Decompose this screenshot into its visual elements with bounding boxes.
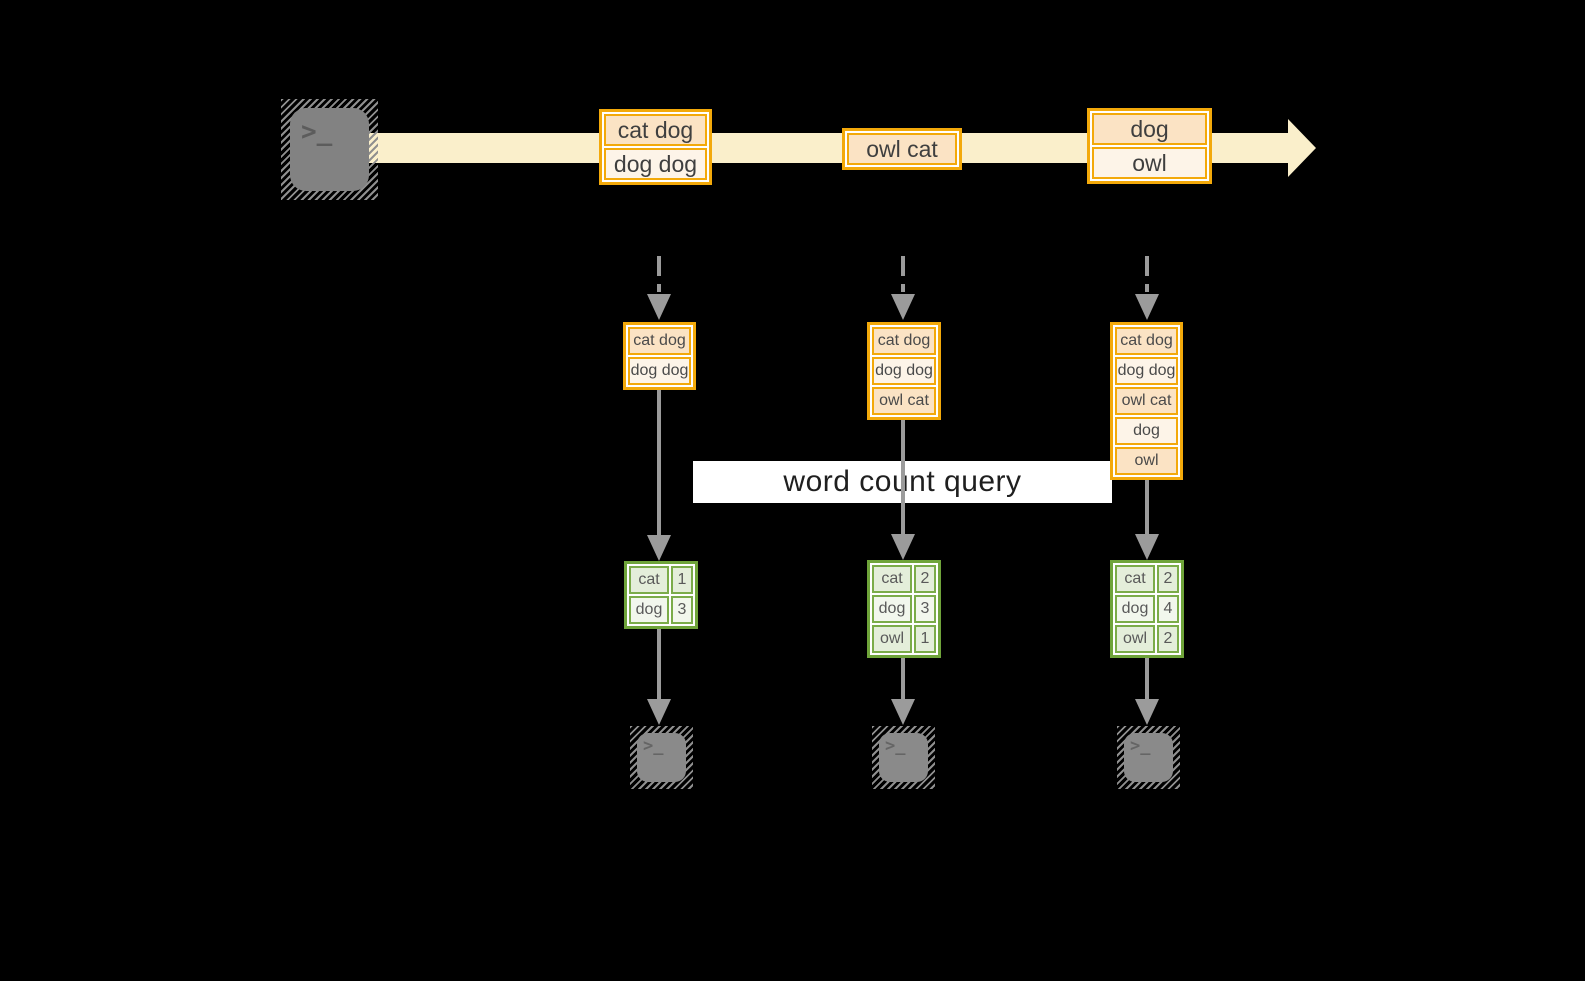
batch-row: owl [1092, 147, 1207, 179]
batch-row: owl cat [847, 133, 957, 165]
flow-arrowhead-icon [1135, 699, 1159, 725]
dashed-arrow [657, 256, 661, 292]
state-row: owl cat [1115, 387, 1178, 415]
count-cell: 2 [1157, 565, 1179, 593]
batch-row: dog dog [604, 148, 707, 180]
dashed-arrow [1145, 256, 1149, 292]
table-row: cat 2 [1115, 565, 1179, 593]
source-terminal-icon: >_ [281, 99, 378, 200]
state-buffer-2: cat dog dog dog owl cat [867, 322, 941, 420]
table-row: cat 1 [629, 566, 693, 594]
state-row: dog [1115, 417, 1178, 445]
sink-terminal-icon: >_ [630, 726, 693, 789]
state-buffer-1: cat dog dog dog [623, 322, 696, 390]
table-row: owl 1 [872, 625, 936, 653]
word-count-table-1: cat 1 dog 3 [624, 561, 698, 629]
terminal-prompt-icon: >_ [885, 736, 906, 756]
word-cell: cat [629, 566, 669, 594]
flow-arrowhead-icon [647, 699, 671, 725]
word-cell: owl [872, 625, 912, 653]
flow-arrow [901, 418, 905, 536]
stream-batch-3: dog owl [1087, 108, 1212, 184]
dashed-arrowhead-icon [647, 294, 671, 320]
state-row: dog dog [628, 357, 691, 385]
state-row: cat dog [1115, 327, 1178, 355]
word-cell: owl [1115, 625, 1155, 653]
count-cell: 3 [914, 595, 936, 623]
terminal-screen [637, 733, 686, 782]
sink-terminal-icon: >_ [1117, 726, 1180, 789]
table-row: dog 3 [629, 596, 693, 624]
table-row: dog 3 [872, 595, 936, 623]
stream-batch-2: owl cat [842, 128, 962, 170]
flow-arrow [657, 388, 661, 538]
word-cell: dog [872, 595, 912, 623]
terminal-prompt-icon: >_ [1130, 736, 1151, 756]
table-row: owl 2 [1115, 625, 1179, 653]
dashed-arrowhead-icon [1135, 294, 1159, 320]
count-cell: 3 [671, 596, 693, 624]
terminal-screen [1124, 733, 1173, 782]
terminal-screen [879, 733, 928, 782]
terminal-prompt-icon: >_ [643, 736, 664, 756]
flow-arrowhead-icon [891, 699, 915, 725]
sink-terminal-icon: >_ [872, 726, 935, 789]
count-cell: 1 [671, 566, 693, 594]
state-row: cat dog [872, 327, 936, 355]
dashed-arrowhead-icon [891, 294, 915, 320]
count-cell: 4 [1157, 595, 1179, 623]
word-cell: dog [1115, 595, 1155, 623]
flow-arrow [901, 658, 905, 701]
word-cell: cat [872, 565, 912, 593]
state-row: dog dog [872, 357, 936, 385]
flow-arrowhead-icon [1135, 534, 1159, 560]
state-buffer-3: cat dog dog dog owl cat dog owl [1110, 322, 1183, 480]
count-cell: 2 [1157, 625, 1179, 653]
state-row: dog dog [1115, 357, 1178, 385]
word-count-table-2: cat 2 dog 3 owl 1 [867, 560, 941, 658]
state-row: cat dog [628, 327, 691, 355]
flow-arrow [1145, 658, 1149, 701]
batch-row: cat dog [604, 114, 707, 146]
word-count-table-3: cat 2 dog 4 owl 2 [1110, 560, 1184, 658]
terminal-prompt-icon: >_ [301, 117, 333, 147]
count-cell: 1 [914, 625, 936, 653]
count-cell: 2 [914, 565, 936, 593]
flow-arrowhead-icon [891, 534, 915, 560]
stream-batch-1: cat dog dog dog [599, 109, 712, 185]
state-row: owl cat [872, 387, 936, 415]
table-row: dog 4 [1115, 595, 1179, 623]
batch-row: dog [1092, 113, 1207, 145]
state-row: owl [1115, 447, 1178, 475]
flow-arrow [1145, 478, 1149, 536]
flow-arrow [657, 629, 661, 701]
stream-arrowhead-icon [1288, 119, 1316, 177]
terminal-screen [290, 108, 369, 191]
dashed-arrow [901, 256, 905, 292]
word-cell: dog [629, 596, 669, 624]
table-row: cat 2 [872, 565, 936, 593]
word-cell: cat [1115, 565, 1155, 593]
flow-arrowhead-icon [647, 535, 671, 561]
